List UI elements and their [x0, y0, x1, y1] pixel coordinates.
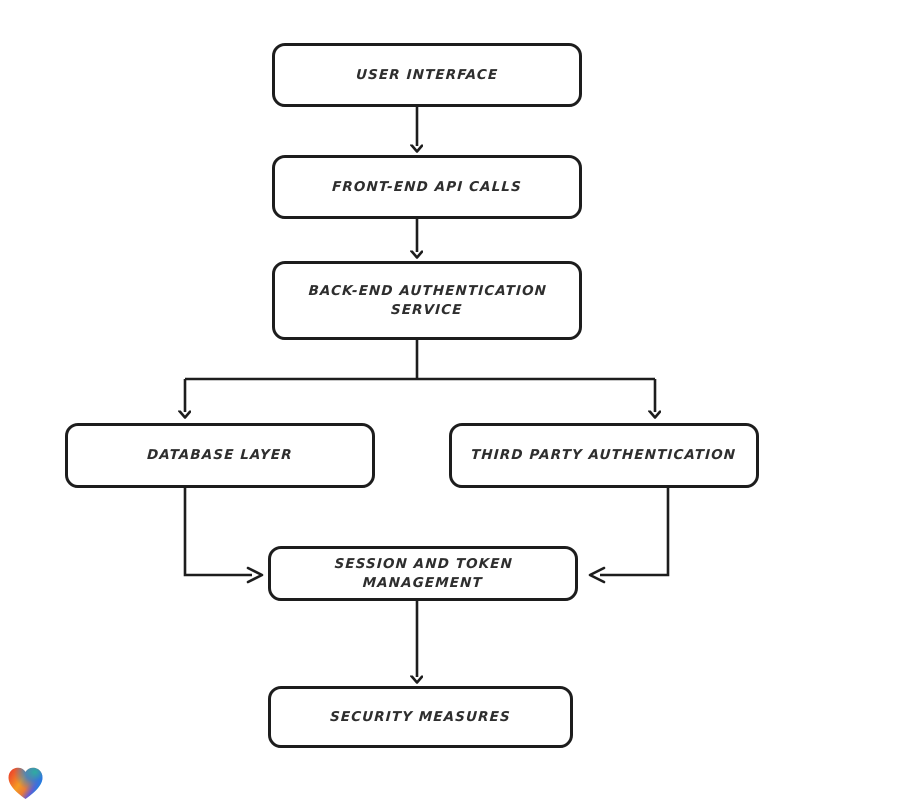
node-security-measures-label: SECURITY MEASURES [329, 708, 512, 725]
edge-database-to-session [183, 488, 264, 584]
edge-backend-split [185, 340, 655, 412]
node-user-interface[interactable]: USER INTERFACE [272, 43, 582, 107]
node-user-interface-label: USER INTERFACE [355, 66, 499, 83]
node-session-token[interactable]: SESSION AND TOKEN MANAGEMENT [268, 546, 578, 601]
node-backend-auth[interactable]: BACK-END AUTHENTICATION SERVICE [272, 261, 582, 340]
node-third-party-auth-label: THIRD PARTY AUTHENTICATION [471, 447, 738, 463]
node-third-party-auth[interactable]: THIRD PARTY AUTHENTICATION [449, 423, 759, 488]
node-frontend-api-label: FRONT-END API CALLS [331, 178, 523, 195]
node-backend-auth-label: BACK-END AUTHENTICATION SERVICE [307, 282, 548, 318]
node-database-layer-label: DATABASE LAYER [146, 447, 294, 463]
gradient-heart-icon [8, 767, 43, 800]
node-session-token-label: SESSION AND TOKEN MANAGEMENT [333, 555, 514, 591]
node-database-layer[interactable]: DATABASE LAYER [65, 423, 375, 488]
node-frontend-api[interactable]: FRONT-END API CALLS [272, 155, 582, 219]
node-security-measures[interactable]: SECURITY MEASURES [268, 686, 573, 748]
edge-thirdparty-to-session [588, 488, 670, 584]
